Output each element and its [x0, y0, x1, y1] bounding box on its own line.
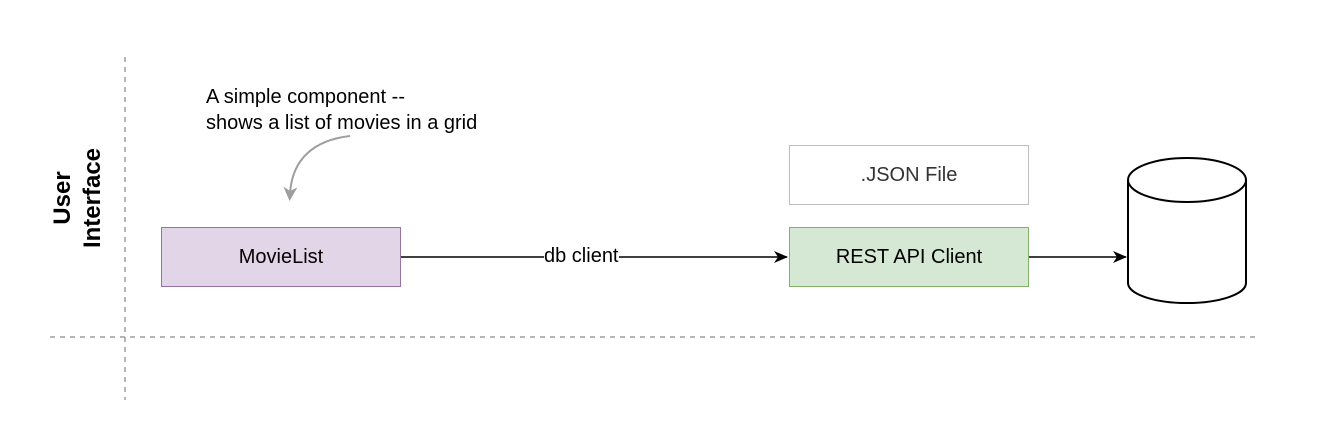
node-rest-api-client[interactable]: REST API Client: [789, 227, 1029, 287]
lane-label: User Interface: [42, 138, 114, 258]
node-movielist[interactable]: MovieList: [161, 227, 401, 287]
annotation-arrow: [283, 135, 351, 201]
node-json-file[interactable]: .JSON File: [789, 145, 1029, 205]
lane-label-text: User Interface: [49, 147, 107, 249]
annotation-note: A simple component -- shows a list of mo…: [206, 86, 478, 134]
database-cylinder-icon: [1127, 157, 1247, 304]
edge-label-db-client: db client: [544, 244, 619, 268]
